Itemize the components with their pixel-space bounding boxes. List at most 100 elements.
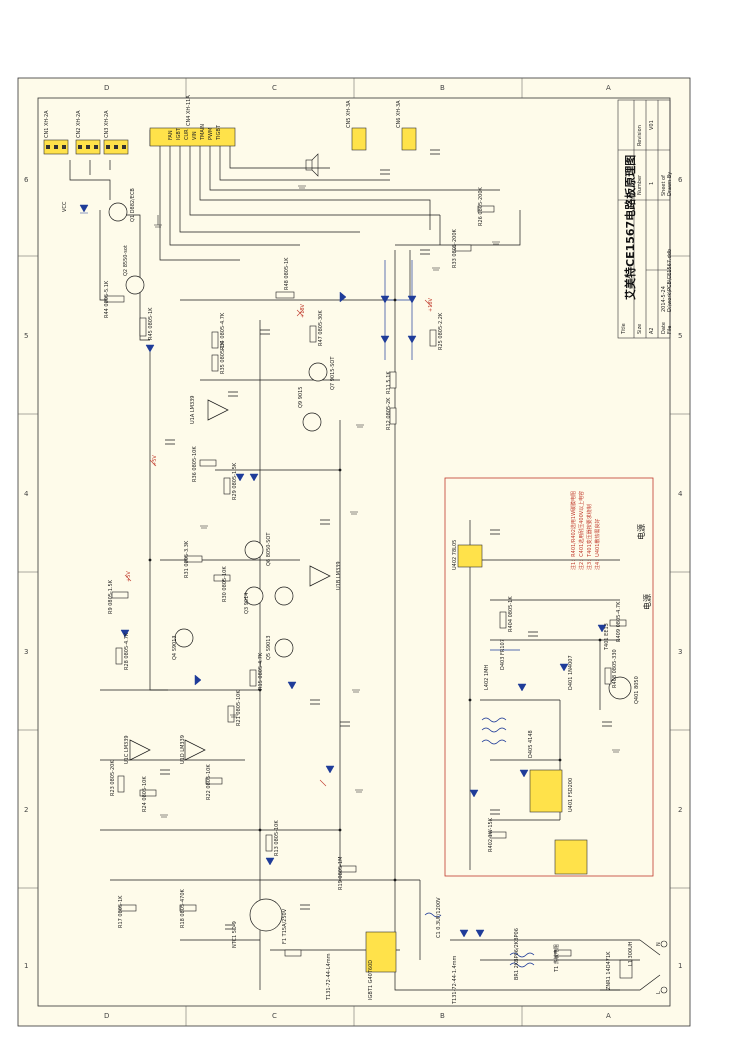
component-label: R25 0805-2.2K [438, 312, 444, 350]
note-line: 注3：T401变压器按要求绕制 [587, 504, 593, 570]
number-label: Number [637, 174, 643, 195]
component-label: R47 0805-30K [318, 310, 324, 346]
power-section-title: 电源 [637, 524, 646, 540]
component-label: ZNR1 14D471K [606, 951, 612, 990]
zone-col-label: 5 [678, 332, 683, 340]
connector-cn3 [103, 139, 129, 155]
transistor-label: Q7 9015-SOT [330, 356, 336, 390]
bottom-label: T131-72-44-1.4mm [452, 955, 458, 1004]
component-label: R9 0805-1.5K [108, 579, 114, 614]
net-label: IGBT [176, 128, 182, 140]
note-line: 注1：R401/R402选用1W碳膜电阻 [571, 490, 577, 570]
file-value: D:\work\PCB\CE1567.ddb [667, 248, 673, 312]
connector-cn1 [43, 139, 69, 155]
component-label: R402 1W-15K [488, 818, 494, 852]
component-label: R11 5.1K [386, 371, 392, 394]
zone-col-label: 2 [24, 806, 29, 814]
ic-label: U1D LM339 [180, 735, 186, 764]
net-label: FAN [168, 130, 174, 140]
component-label: BR1 2KBP06/2KBP06 [514, 928, 520, 980]
zone-col-label: 6 [24, 176, 29, 184]
ic-u401 [529, 769, 563, 813]
connector-cn2 [75, 139, 101, 155]
ac-input [619, 940, 668, 994]
component-label: R408 0805-330 [612, 649, 618, 688]
ic-label: U402 78L05 [452, 539, 458, 570]
zone-col-label: 4 [24, 490, 29, 498]
net-label: +5V [126, 571, 132, 582]
transistor-label: Q6 8050-SOT [266, 532, 272, 566]
capacitors [160, 149, 612, 930]
component-label: R22 0805-10K [206, 764, 212, 800]
transistors [108, 202, 632, 932]
component-label: R21 0805-10K [236, 690, 242, 726]
net-label: +18V [300, 304, 306, 318]
transistor-label: Q401 8050 [634, 676, 640, 704]
net-label: N [656, 942, 662, 946]
net-label: VIN [192, 131, 198, 140]
drawn-label: Drawn By [667, 171, 673, 196]
zone-row-label: B [440, 1012, 445, 1020]
component-label: R31 0805-3.3K [184, 540, 190, 578]
component-label: R17 0805-1K [118, 895, 124, 928]
component-label: R15 0805-4.7K [258, 652, 264, 690]
component-label: R13 0805-10K [274, 820, 280, 856]
net-label: VCC [62, 201, 68, 212]
transistor-label: Q2 8550-sot [123, 245, 129, 276]
zone-col-label: 6 [678, 176, 683, 184]
inductors [424, 717, 535, 968]
number-value: 1 [649, 181, 655, 185]
component-label: R19 0805-1M [338, 856, 344, 890]
component-label: R29 0805-1.5K [232, 462, 238, 500]
zone-col-label: 4 [678, 490, 683, 498]
net-label: PWM [208, 127, 214, 140]
zone-row-label: C [272, 1012, 277, 1020]
ic-label: U1A LM339 [190, 395, 196, 425]
buzzer [305, 153, 319, 177]
component-label: R30 0805-10K [222, 566, 228, 602]
component-label: C1 0.3UF/1200V [436, 897, 442, 938]
component-label: T401 EE13 [604, 623, 610, 650]
zone-row-label: D [104, 1012, 110, 1020]
ic-label: U1C LM339 [124, 735, 130, 764]
component-label: IGBT1 G40T60D [368, 959, 374, 1000]
net-label: L [656, 991, 662, 994]
opamps [129, 399, 331, 761]
zone-col-label: 3 [24, 648, 29, 656]
net-label: TMAIN [200, 123, 206, 140]
component-label: R45 0805-1K [148, 307, 154, 340]
bottom-label: T131-72-44-L4mm [326, 953, 332, 1000]
connector-cn6 [401, 127, 417, 151]
red-flags [124, 299, 432, 787]
transistor-label: Q4 S9013 [172, 635, 178, 660]
component-label: R24 0805-10K [142, 776, 148, 812]
component-label: T1 热敏电阻 [554, 944, 560, 972]
zone-row-label: A [606, 84, 611, 92]
connector-label: CN4 XH-11A [186, 95, 192, 126]
component-label: L402 1MH [484, 664, 490, 690]
component-label: L1 300UH [628, 941, 634, 966]
ic-u403 [554, 839, 588, 875]
zone-ticks [18, 78, 690, 1026]
connector-cn5 [351, 127, 367, 151]
zone-col-label: 1 [678, 962, 683, 970]
component-label: R44 0805-5.1K [104, 280, 110, 318]
connector-label: CN6 XH-3A [396, 100, 402, 128]
note-line: 注2：C401选用耐压400V以上电容 [579, 490, 585, 570]
transistor-label: Q9 9015 [298, 386, 304, 408]
net-label: CUR [184, 129, 190, 140]
size-label: Size [637, 323, 643, 334]
revision-value: V01 [649, 120, 655, 130]
component-label: R18 0805-470K [180, 889, 186, 928]
connector-label: CN1 XH-2A [44, 110, 50, 138]
resistors [105, 205, 627, 957]
diodes [79, 204, 607, 938]
component-label: F1 T15A/250V [282, 908, 288, 944]
transistor-label: Q1 D882/ECB [130, 188, 136, 222]
transistor-label: Q3 9014 [244, 592, 250, 614]
junctions [148, 298, 602, 882]
schematic-title: 艾美特CE1567电路板原理图 [624, 154, 637, 300]
component-label: D401 1N4007 [568, 655, 574, 690]
zone-col-label: 3 [678, 648, 683, 656]
transistor-label: Q5 S9013 [266, 635, 272, 660]
